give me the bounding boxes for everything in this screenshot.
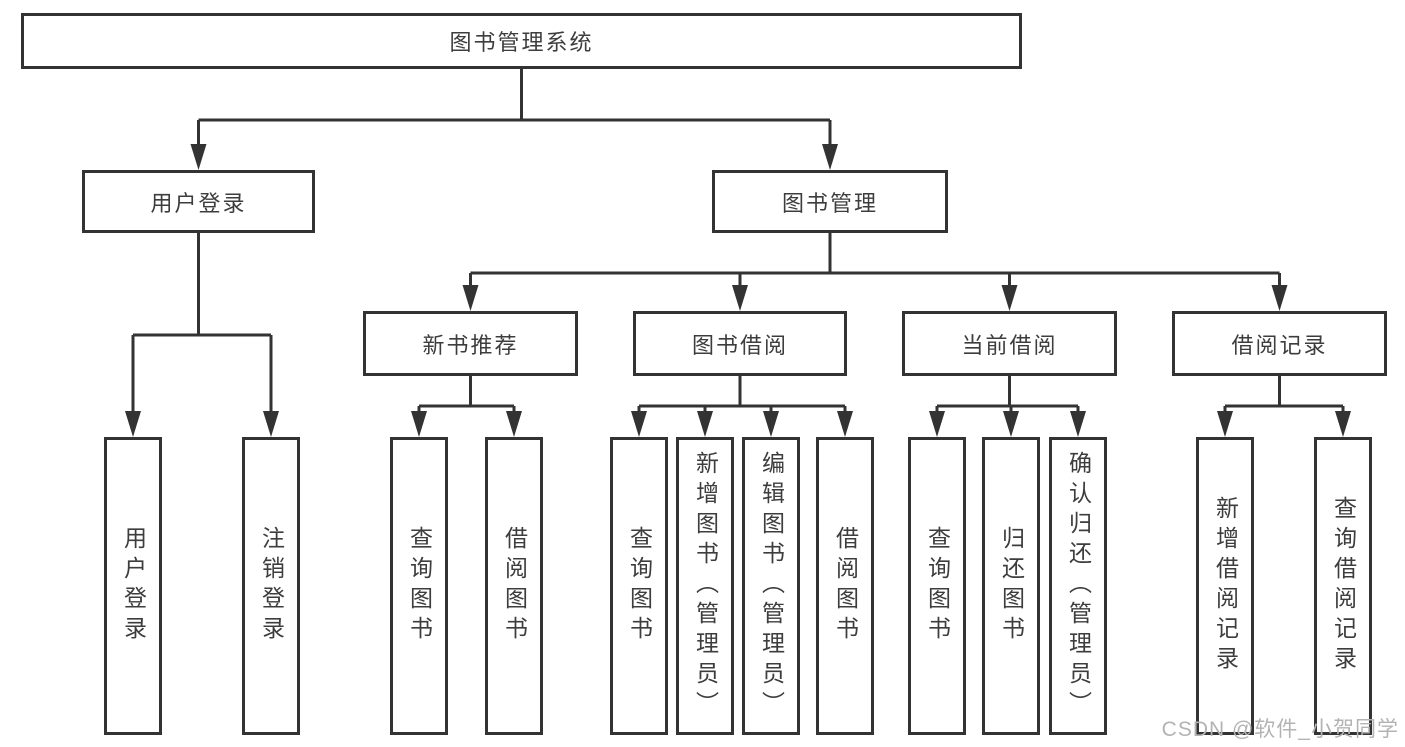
node-current-return-books: 归还图书 [982, 437, 1040, 735]
node-user-login-leaf: 用户登录 [104, 437, 162, 735]
node-current-borrowing: 当前借阅 [902, 311, 1117, 376]
node-borrowing-borrow-books: 借阅图书 [816, 437, 874, 735]
node-book-borrowing: 图书借阅 [633, 311, 847, 376]
node-library-system: 图书管理系统 [21, 13, 1022, 69]
node-borrowing-edit-books-admin: 编辑图书（管理员） [742, 437, 800, 735]
node-user-login-branch: 用户登录 [82, 170, 315, 233]
node-book-management: 图书管理 [712, 170, 948, 233]
node-new-book-recommend: 新书推荐 [363, 311, 578, 376]
node-current-confirm-return-admin: 确认归还（管理员） [1049, 437, 1107, 735]
node-recommend-query-books: 查询图书 [390, 437, 448, 735]
node-borrowing-query-books: 查询图书 [610, 437, 668, 735]
watermark: CSDN @软件_小贺同学 [1161, 718, 1399, 741]
node-borrow-records: 借阅记录 [1172, 311, 1387, 376]
node-borrowing-add-books-admin: 新增图书（管理员） [676, 437, 734, 735]
node-recommend-borrow-books: 借阅图书 [485, 437, 543, 735]
node-records-add-borrow-record: 新增借阅记录 [1196, 437, 1254, 735]
node-records-query-borrow-record: 查询借阅记录 [1314, 437, 1372, 735]
node-current-query-books: 查询图书 [908, 437, 966, 735]
node-logout-leaf: 注销登录 [242, 437, 300, 735]
